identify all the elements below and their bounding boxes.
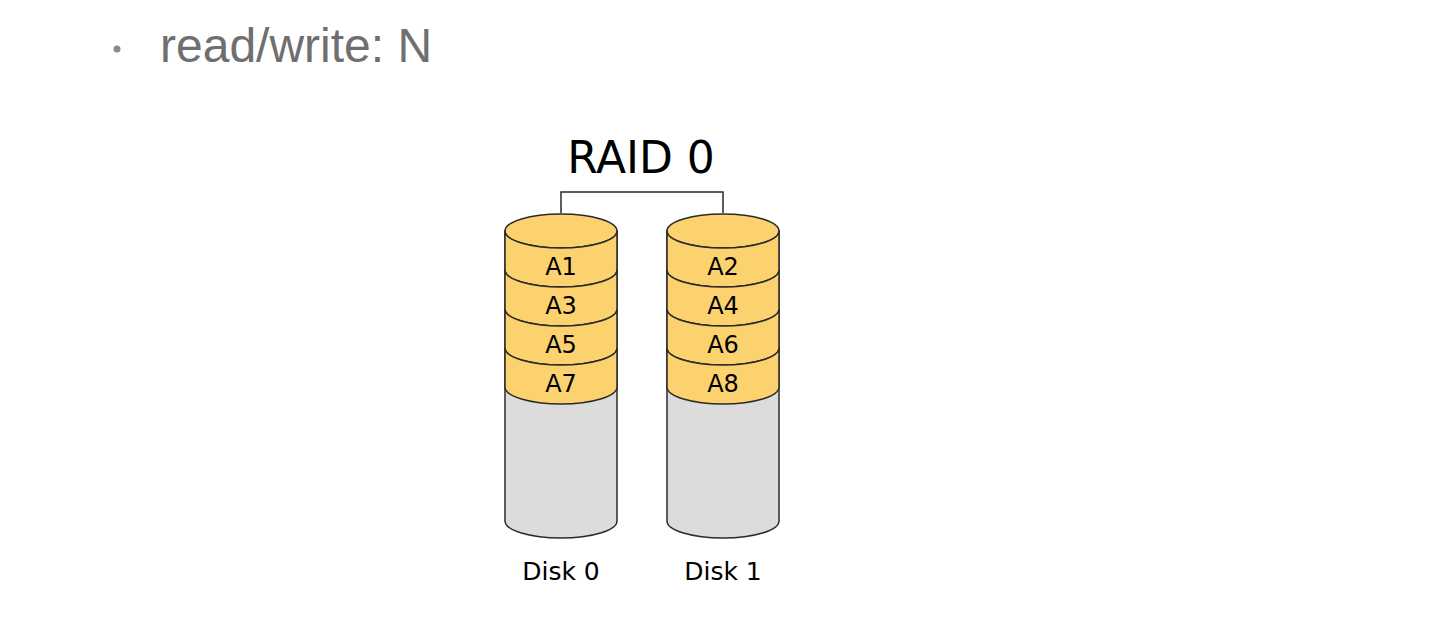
block-label: A1 [505,248,617,287]
block-label: A2 [667,248,779,287]
disk-cylinder: Disk 0A1A3A5A7 [505,213,617,593]
block-label: A7 [505,365,617,404]
stripe-block: A2 [667,231,779,287]
stripe-block: A3 [505,270,617,326]
disk-label: Disk 1 [637,556,809,588]
stripe-band [505,270,617,326]
block-label: A5 [505,326,617,365]
block-label: A8 [667,365,779,404]
bracket-connector [561,192,723,213]
block-label: A3 [505,287,617,326]
stripe-block: A6 [667,309,779,365]
stripe-band [505,309,617,365]
stripe-band [667,231,779,287]
stripe-block: A5 [505,309,617,365]
stripe-band [667,348,779,404]
bullet-text: read/write: N [160,16,432,76]
stripe-band [667,309,779,365]
stripe-band [505,348,617,404]
stripe-band [667,270,779,326]
block-label: A6 [667,326,779,365]
bullet-dot [114,46,121,53]
diagram-title: RAID 0 [441,128,841,188]
disk-label: Disk 0 [475,556,647,588]
cylinder-body [667,231,779,538]
cylinder-body [505,231,617,538]
disk-cylinder: Disk 1A2A4A6A8 [667,213,779,593]
stripe-block: A1 [505,231,617,287]
stripe-band [505,231,617,287]
stripe-block: A8 [667,348,779,404]
stripe-block: A4 [667,270,779,326]
stripe-block: A7 [505,348,617,404]
block-label: A4 [667,287,779,326]
